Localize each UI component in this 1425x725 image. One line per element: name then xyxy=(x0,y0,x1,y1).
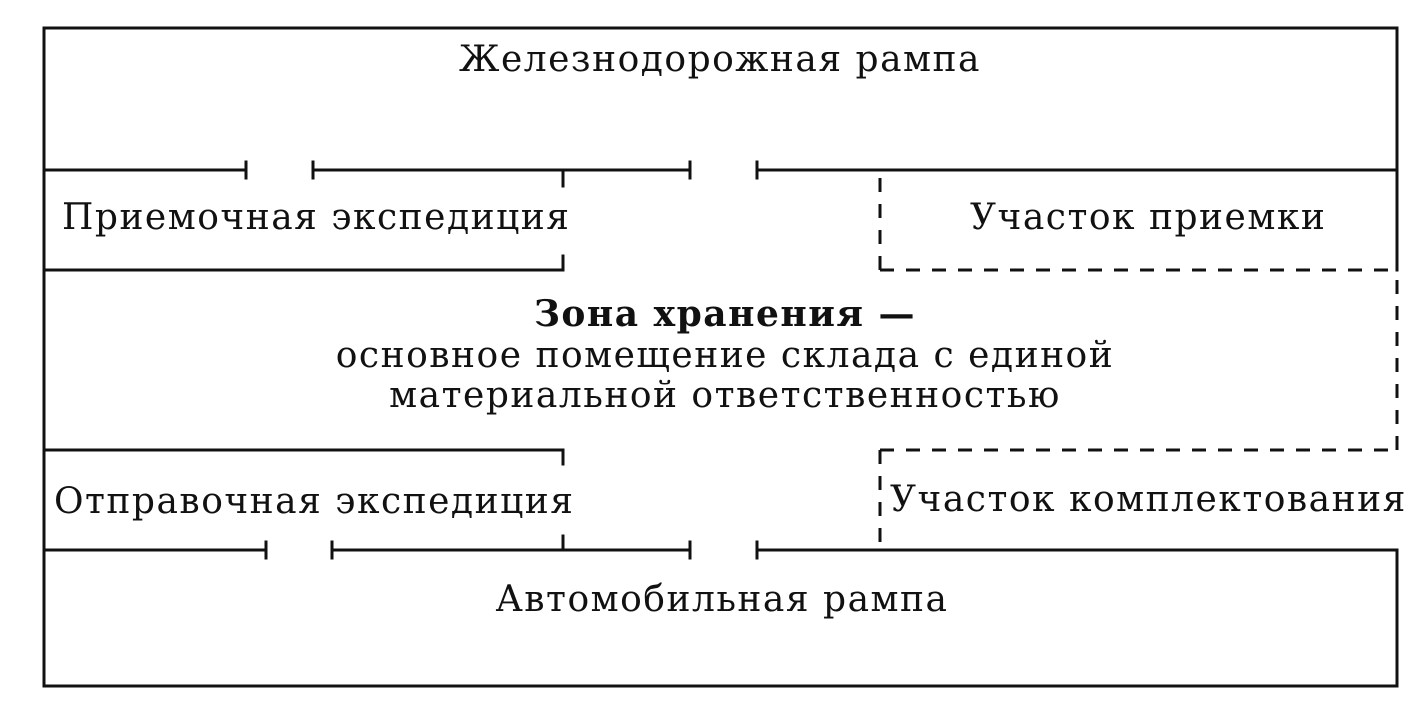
truck-ramp-outline xyxy=(42,548,1399,688)
shipping-expedition-label: Отправочная экспедиция xyxy=(54,481,575,522)
truck-ramp-label: Автомобильная рампа xyxy=(495,579,949,620)
receiving-expedition-label: Приемочная экспедиция xyxy=(62,197,571,238)
picking-area-label: Участок комплектования xyxy=(890,479,1407,520)
railway-ramp-outline xyxy=(42,26,1399,172)
railway-ramp-label: Железнодорожная рампа xyxy=(459,39,981,80)
storage-zone-description-line: основное помещение склада с единой xyxy=(335,335,1115,376)
storage-zone-description-line: материальной ответственностью xyxy=(389,375,1061,416)
receiving-area-label: Участок приемки xyxy=(970,197,1327,238)
storage-zone-title: Зона хранения — xyxy=(533,293,917,335)
